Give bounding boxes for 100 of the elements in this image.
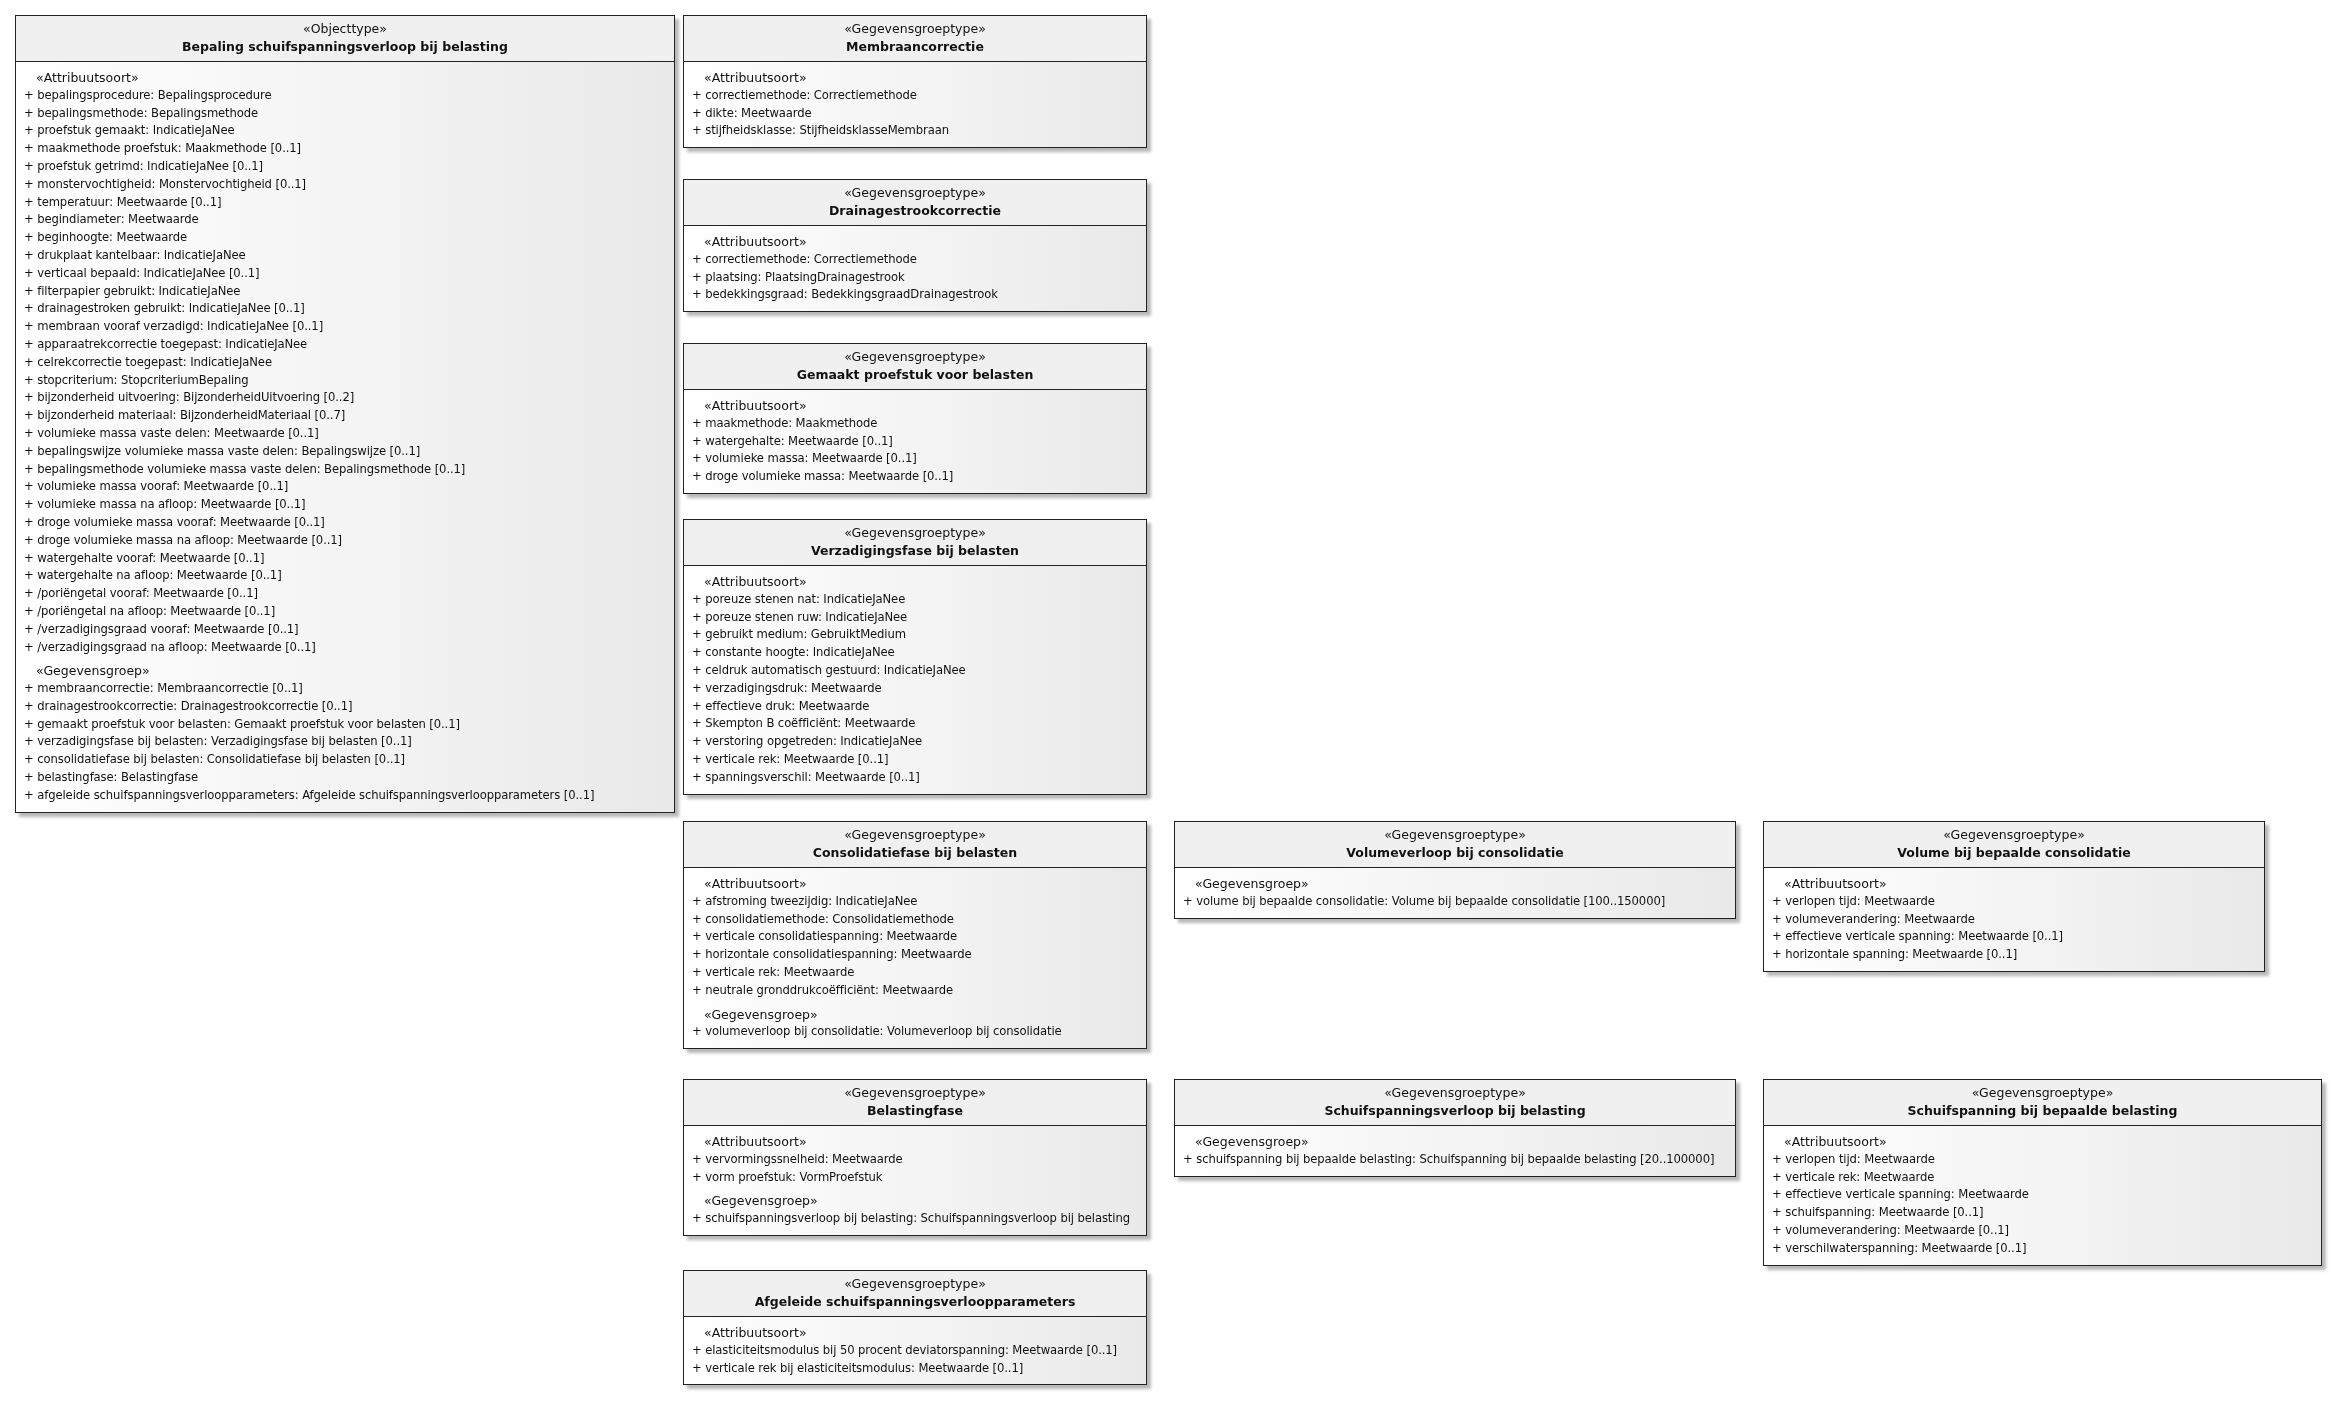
- attribute-line: + /verzadigingsgraad na afloop: Meetwaarde [0..1]: [24, 638, 317, 656]
- section-heading: «Attribuutsoort»: [703, 1133, 807, 1151]
- class-name: Afgeleide schuifspanningsverloopparameters: [753, 1293, 1077, 1311]
- class-box: [683, 343, 1147, 494]
- section-heading: «Attribuutsoort»: [1783, 1133, 1887, 1151]
- stereotype-label: «Gegevensgroeptype»: [843, 184, 987, 202]
- class-box: [1174, 1079, 1736, 1177]
- attribute-line: + droge volumieke massa: Meetwaarde [0..1]: [692, 468, 955, 486]
- class-name: Consolidatiefase bij belasten: [811, 844, 1019, 862]
- attribute-line: + bepalingsprocedure: Bepalingsprocedure: [24, 86, 273, 104]
- class-name: Schuifspanning bij bepaalde belasting: [1906, 1102, 2179, 1120]
- attribute-line: + schuifspanningsverloop bij belasting: Schuifspanningsverloop bij belasting: [692, 1210, 1131, 1228]
- section-heading: «Attribuutsoort»: [703, 397, 807, 415]
- class-box: [683, 1270, 1147, 1386]
- section-heading: «Attribuutsoort»: [703, 1324, 807, 1342]
- attribute-line: + verticale rek bij elasticiteitsmodulus: Meetwaarde [0..1]: [692, 1359, 1025, 1377]
- attribute-line: + effectieve verticale spanning: Meetwaarde: [1772, 1186, 2030, 1204]
- stereotype-label: «Gegevensgroeptype»: [1383, 1084, 1527, 1102]
- class-name: Volume bij bepaalde consolidatie: [1896, 844, 2132, 862]
- section-heading: «Attribuutsoort»: [703, 233, 807, 251]
- attribute-line: + verticale rek: Meetwaarde: [1772, 1168, 1936, 1186]
- attribute-line: + droge volumieke massa na afloop: Meetwaarde [0..1]: [24, 531, 343, 549]
- attribute-line: + volumeverandering: Meetwaarde: [1772, 910, 1976, 928]
- attribute-line: + verstoring opgetreden: IndicatieJaNee: [692, 733, 924, 751]
- attribute-line: + constante hoogte: IndicatieJaNee: [692, 644, 896, 662]
- attribute-line: + bijzonderheid materiaal: BijzonderheidMateriaal [0..7]: [24, 407, 347, 425]
- attribute-line: + verticale rek: Meetwaarde [0..1]: [692, 750, 890, 768]
- stereotype-label: «Gegevensgroeptype»: [843, 524, 987, 542]
- attribute-line: + temperatuur: Meetwaarde [0..1]: [24, 193, 223, 211]
- attribute-line: + neutrale gronddrukcoëfficiënt: Meetwaarde: [692, 981, 954, 999]
- attribute-line: + dikte: Meetwaarde: [692, 104, 813, 122]
- attribute-line: + watergehalte na afloop: Meetwaarde [0..1]: [24, 567, 283, 585]
- attribute-line: + verzadigingsdruk: Meetwaarde: [692, 679, 883, 697]
- attribute-line: + bepalingsmethode volumieke massa vaste delen: Bepalingsmethode [0..1]: [24, 460, 467, 478]
- attribute-line: + stopcriterium: StopcriteriumBepaling: [24, 371, 250, 389]
- class-box: [683, 179, 1147, 313]
- attribute-line: + volumieke massa: Meetwaarde [0..1]: [692, 450, 918, 468]
- attribute-line: + apparaatrekcorrectie toegepast: IndicatieJaNee: [24, 335, 309, 353]
- attribute-line: + /poriëngetal na afloop: Meetwaarde [0..1]: [24, 602, 277, 620]
- class-name: Membraancorrectie: [845, 38, 985, 56]
- section-heading: «Gegevensgroep»: [703, 1192, 818, 1211]
- attribute-line: + belastingfase: Belastingfase: [24, 769, 199, 787]
- attribute-line: + verticale rek: Meetwaarde: [692, 964, 856, 981]
- attribute-line: + volumieke massa vaste delen: Meetwaarde [0..1]: [24, 424, 320, 442]
- attribute-line: + effectieve verticale spanning: Meetwaarde [0..1]: [1772, 928, 2064, 946]
- attribute-line: + bijzonderheid uitvoering: BijzonderheidUitvoering [0..2]: [24, 389, 356, 407]
- attribute-line: + /verzadigingsgraad vooraf: Meetwaarde [0..1]: [24, 620, 300, 638]
- attribute-line: + volumeverloop bij consolidatie: Volumeverloop bij consolidatie: [692, 1023, 1063, 1041]
- section-heading: «Attribuutsoort»: [703, 69, 807, 87]
- class-box: [683, 821, 1147, 1050]
- attribute-line: + filterpapier gebruikt: IndicatieJaNee: [24, 282, 242, 300]
- stereotype-label: «Gegevensgroeptype»: [843, 1275, 987, 1293]
- attribute-line: + correctiemethode: Correctiemethode: [692, 86, 918, 104]
- section-heading: «Gegevensgroep»: [1194, 1133, 1309, 1151]
- attribute-line: + membraan vooraf verzadigd: IndicatieJaNee [0..1]: [24, 318, 325, 336]
- attribute-line: + volumieke massa na afloop: Meetwaarde [0..1]: [24, 496, 307, 514]
- attribute-line: + horizontale consolidatiespanning: Meetwaarde: [692, 946, 973, 964]
- attribute-line: + /poriëngetal vooraf: Meetwaarde [0..1]: [24, 585, 259, 603]
- attribute-line: + verlopen tijd: Meetwaarde: [1772, 1150, 1936, 1168]
- stereotype-label: «Gegevensgroeptype»: [843, 1084, 987, 1102]
- attribute-line: + volumieke massa vooraf: Meetwaarde [0..1]: [24, 478, 290, 496]
- attribute-line: + bepalingsmethode: Bepalingsmethode: [24, 104, 260, 122]
- stereotype-label: «Gegevensgroeptype»: [1942, 826, 2086, 844]
- class-box: [683, 519, 1147, 795]
- attribute-line: + volume bij bepaalde consolidatie: Volume bij bepaalde consolidatie [100..150000]: [1183, 892, 1667, 910]
- section-heading: «Gegevensgroep»: [703, 1005, 818, 1024]
- stereotype-label: «Gegevensgroeptype»: [843, 348, 987, 366]
- attribute-line: + volumeverandering: Meetwaarde [0..1]: [1772, 1222, 2010, 1239]
- attribute-line: + droge volumieke massa vooraf: Meetwaarde [0..1]: [24, 513, 326, 531]
- stereotype-label: «Gegevensgroeptype»: [1970, 1084, 2115, 1102]
- section-heading: «Gegevensgroep»: [1194, 875, 1309, 893]
- attribute-line: + celrekcorrectie toegepast: IndicatieJaNee: [24, 353, 273, 371]
- attribute-line: + poreuze stenen ruw: IndicatieJaNee: [692, 608, 909, 626]
- attribute-line: + begindiameter: Meetwaarde: [24, 211, 200, 229]
- attribute-line: + verschilwaterspanning: Meetwaarde [0..1]: [1772, 1239, 2028, 1257]
- attribute-line: + monstervochtigheid: Monstervochtigheid [0..1]: [24, 175, 308, 193]
- attribute-line: + membraancorrectie: Membraancorrectie [0..1]: [24, 680, 304, 698]
- class-box: [683, 15, 1147, 149]
- attribute-line: + celdruk automatisch gestuurd: IndicatieJaNee: [692, 662, 967, 679]
- attribute-line: + schuifspanning: Meetwaarde [0..1]: [1772, 1204, 1985, 1222]
- attribute-line: + stijfheidsklasse: StijfheidsklasseMembraan: [692, 122, 950, 140]
- attribute-line: + verticaal bepaald: IndicatieJaNee [0..1]: [24, 264, 261, 282]
- class-name: Belastingfase: [865, 1102, 965, 1120]
- section-heading: «Attribuutsoort»: [703, 875, 807, 893]
- attribute-line: + correctiemethode: Correctiemethode: [692, 250, 918, 268]
- attribute-line: + drukplaat kantelbaar: IndicatieJaNee: [24, 246, 247, 264]
- attribute-line: + drainagestroken gebruikt: IndicatieJaNee [0..1]: [24, 300, 306, 318]
- attribute-line: + elasticiteitsmodulus bij 50 procent deviatorspanning: Meetwaarde [0..1]: [692, 1341, 1119, 1359]
- class-name: Bepaling schuifspanningsverloop bij belasting: [181, 38, 509, 56]
- class-box: [1763, 821, 2265, 972]
- attribute-line: + maakmethode proefstuk: Maakmethode [0..1]: [24, 140, 302, 158]
- attribute-line: + afstroming tweezijdig: IndicatieJaNee: [692, 892, 919, 910]
- attribute-line: + spanningsverschil: Meetwaarde [0..1]: [692, 768, 921, 786]
- attribute-line: + verlopen tijd: Meetwaarde: [1772, 892, 1936, 910]
- attribute-line: + vervormingssnelheid: Meetwaarde: [692, 1150, 904, 1168]
- attribute-line: + beginhoogte: Meetwaarde: [24, 229, 189, 247]
- attribute-line: + horizontale spanning: Meetwaarde [0..1]: [1772, 946, 2019, 964]
- attribute-line: + schuifspanning bij bepaalde belasting: Schuifspanning bij bepaalde belasting [20..100000]: [1183, 1150, 1716, 1168]
- attribute-line: + vorm proefstuk: VormProefstuk: [692, 1168, 884, 1186]
- attribute-line: + bepalingswijze volumieke massa vaste delen: Bepalingswijze [0..1]: [24, 442, 422, 460]
